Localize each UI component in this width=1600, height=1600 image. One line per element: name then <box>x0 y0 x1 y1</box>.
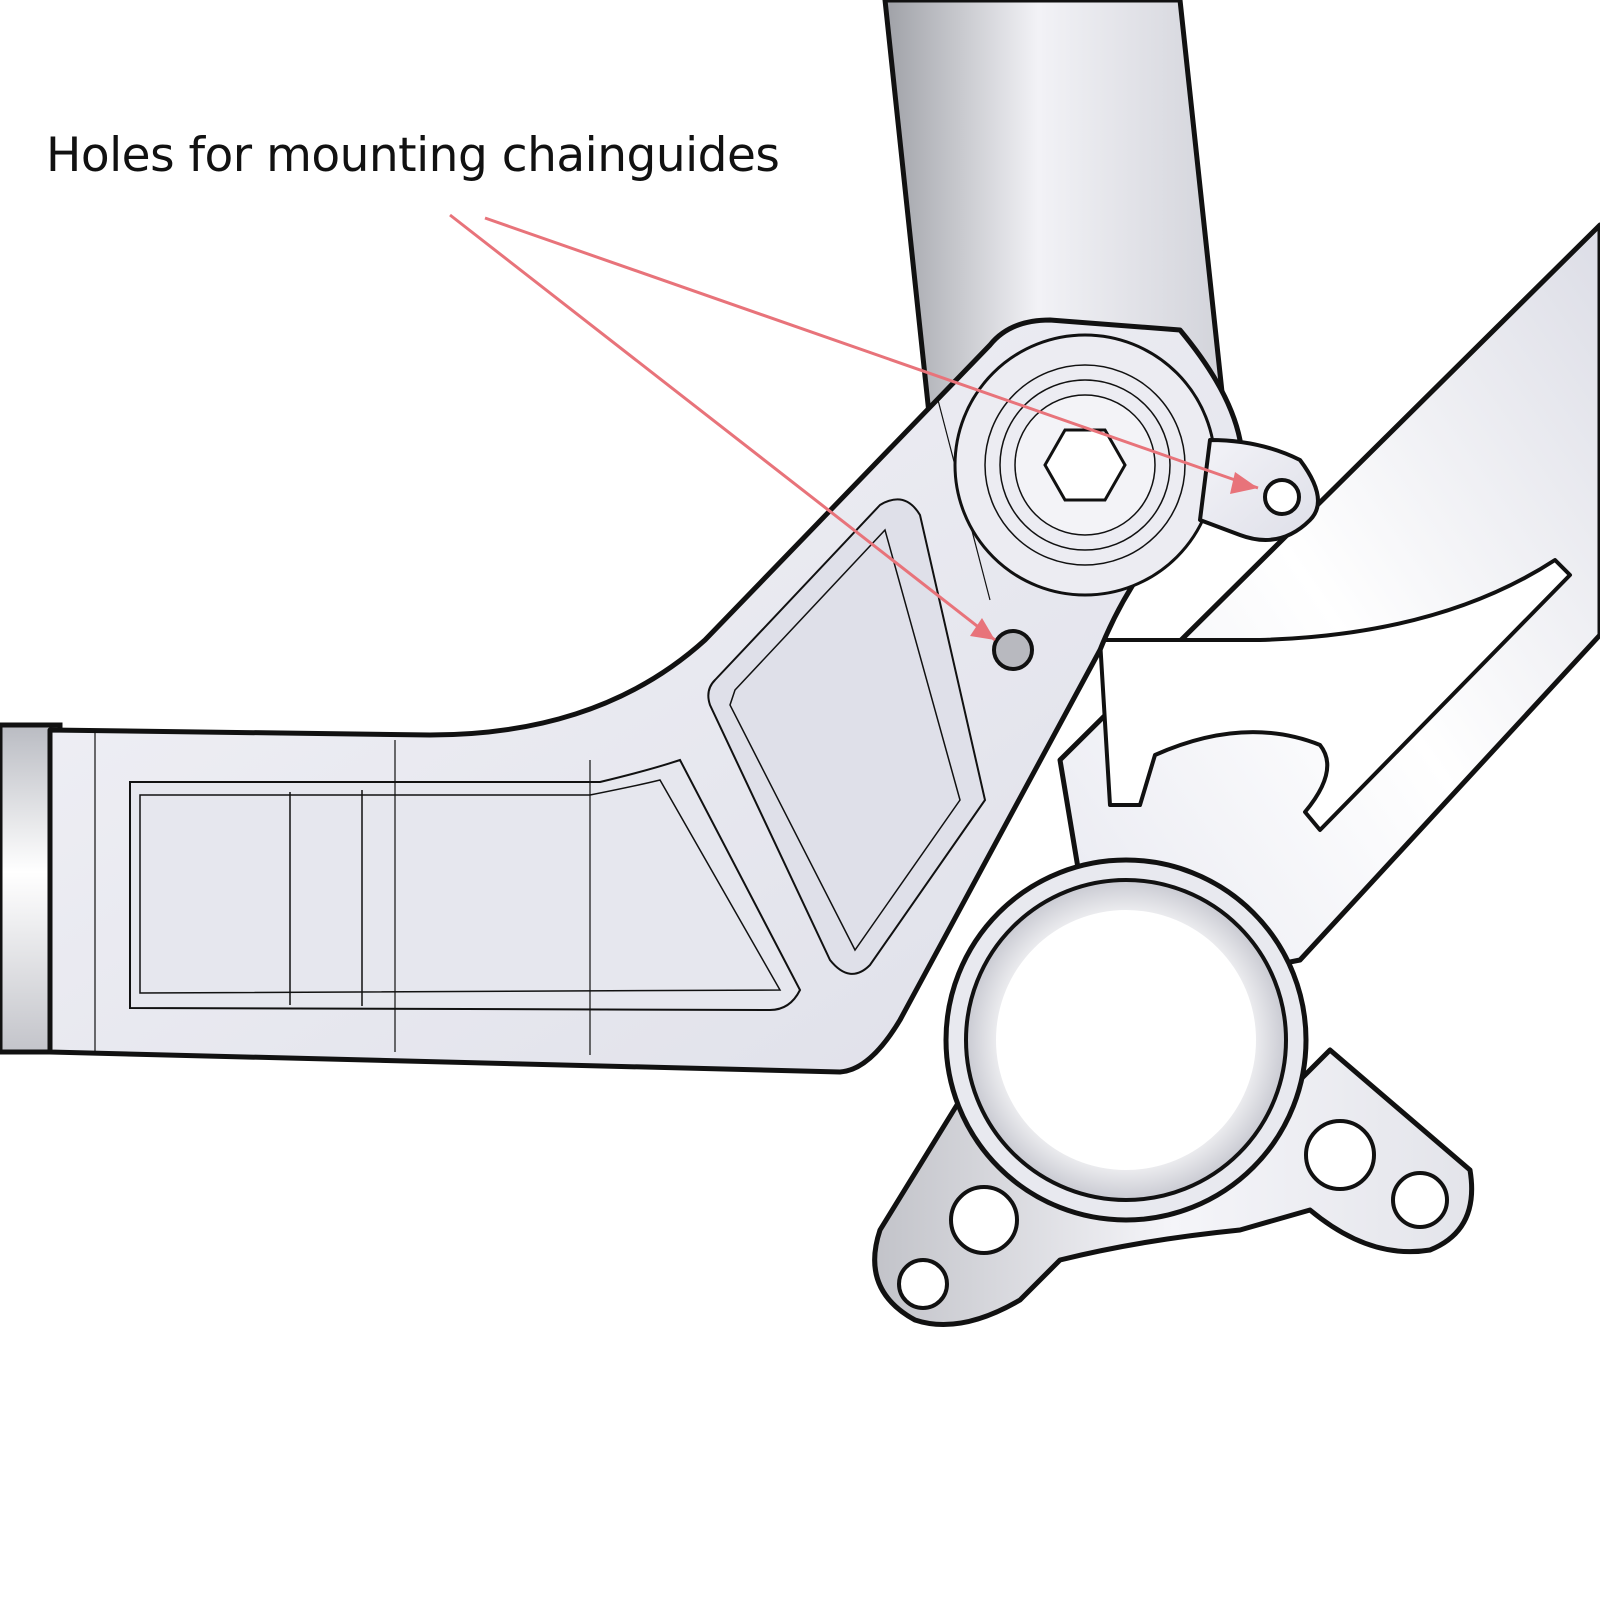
mount-hole-4 <box>1391 1171 1449 1229</box>
yoke-pocket-front-inner <box>729 528 961 952</box>
arrow-line-lower <box>449 213 996 642</box>
arrow-line-upper <box>484 216 1259 490</box>
bottom-bracket-bore <box>996 910 1256 1170</box>
arrowhead-upper-icon <box>1230 472 1258 494</box>
yoke-pocket-inner <box>139 779 782 994</box>
pivot-ring-1 <box>984 364 1186 566</box>
callout-label: Holes for mounting chainguides <box>46 128 780 183</box>
yoke-pocket-rear <box>129 758 802 1012</box>
mount-hole-1 <box>897 1258 949 1310</box>
mount-hole-3 <box>1304 1119 1376 1191</box>
chainguide-tab <box>1198 438 1320 542</box>
hex-bolt-icon <box>1043 428 1127 502</box>
pivot-ring-2 <box>999 379 1171 551</box>
yoke-pocket-front <box>707 498 987 975</box>
arrowhead-lower-icon <box>970 618 995 640</box>
chainguide-hole-lower <box>992 629 1034 671</box>
chainguide-hole-upper <box>1263 478 1301 516</box>
mount-hole-2 <box>949 1185 1019 1255</box>
down-tube-notch <box>1098 558 1572 832</box>
